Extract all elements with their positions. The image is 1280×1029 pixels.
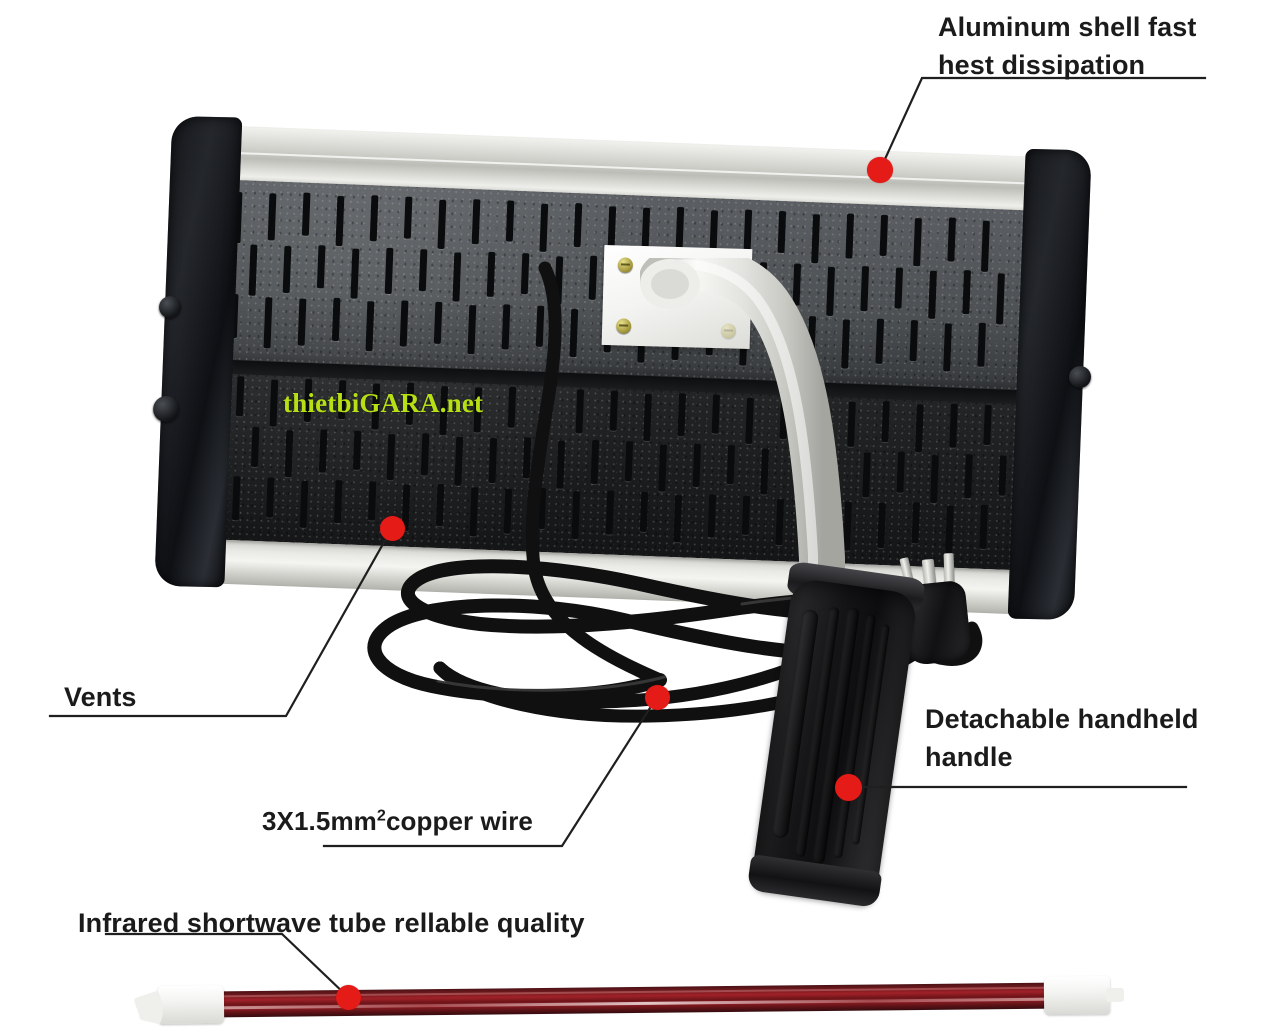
callout-detachable-handle-line1: Detachable handheld <box>925 704 1199 734</box>
callout-infrared-tube: Infrared shortwave tube rellable quality <box>78 904 585 942</box>
tube-left-endcap <box>157 985 225 1024</box>
marker-dot-infrared-tube <box>335 984 361 1010</box>
callout-detachable-handle: Detachable handheld handle <box>925 700 1198 777</box>
callout-detachable-handle-line2: handle <box>925 742 1013 773</box>
callout-vents-label: Vents <box>64 682 137 712</box>
callout-vents: Vents <box>64 678 137 716</box>
callout-copper-wire: 3X1.5mm2copper wire <box>262 803 533 840</box>
tube-glass <box>169 982 1093 1018</box>
callout-aluminum-shell: Aluminum shell fast hest dissipation <box>938 8 1196 85</box>
callout-copper-wire-superscript: 2 <box>376 806 386 825</box>
watermark: thietbiGARA.net <box>283 388 484 418</box>
marker-dot-handle <box>834 773 862 801</box>
callout-infrared-tube-label: Infrared shortwave tube rellable quality <box>78 908 585 938</box>
tube-right-endcap <box>1043 976 1111 1015</box>
marker-dot-vents <box>379 515 405 541</box>
callout-copper-wire-suffix: copper wire <box>385 806 533 836</box>
callout-aluminum-shell-line2: hest dissipation <box>938 50 1146 81</box>
callout-copper-wire-prefix: 3X1.5mm <box>262 806 377 836</box>
marker-dot-copper-wire <box>644 684 670 710</box>
marker-dot-aluminum-shell <box>867 157 893 183</box>
callout-aluminum-shell-line1: Aluminum shell fast <box>938 12 1197 42</box>
tube-right-terminal <box>1105 987 1125 1003</box>
